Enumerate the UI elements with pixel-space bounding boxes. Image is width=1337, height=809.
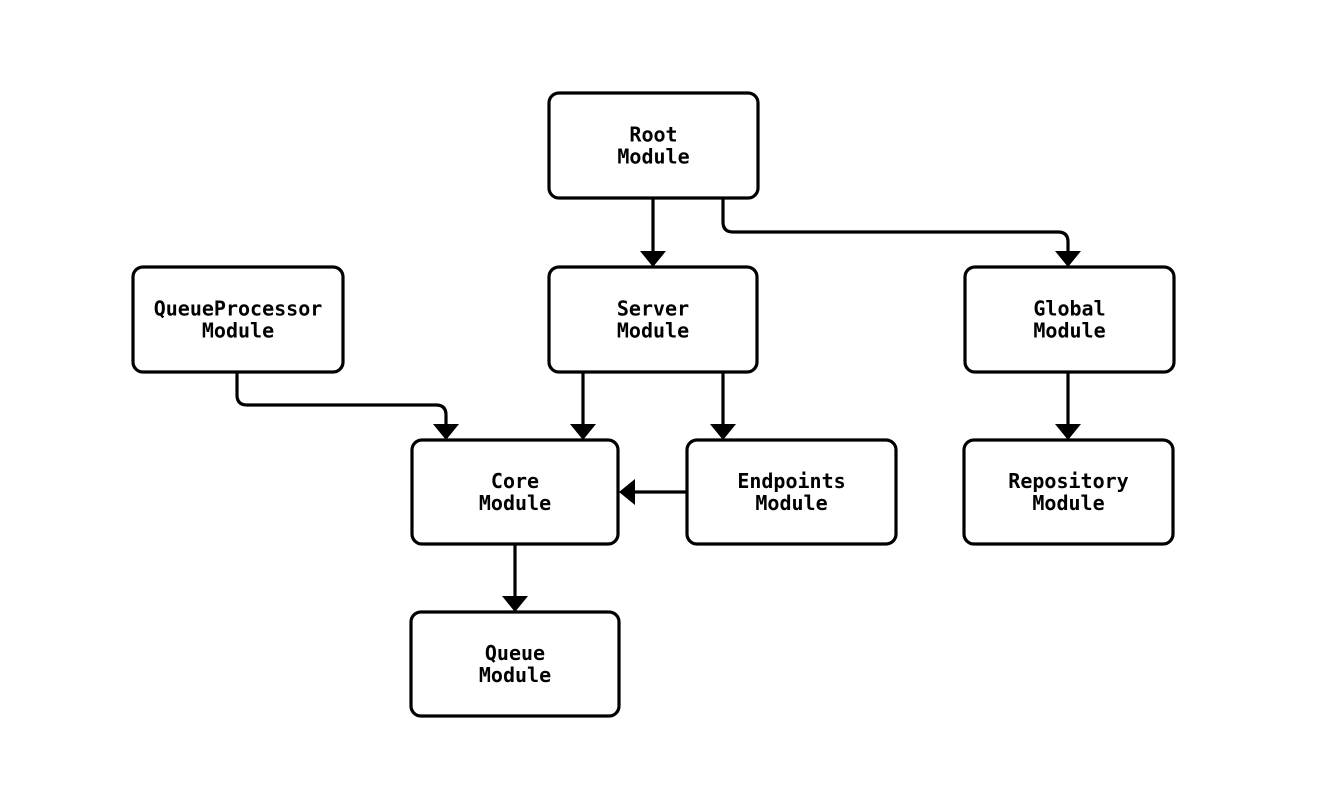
node-label-line: Module — [1033, 319, 1105, 343]
node-box-global — [963, 265, 1176, 374]
node-label-line: Global — [1033, 297, 1105, 321]
node-label-line: Root — [629, 123, 677, 147]
node-label-line: Repository — [1008, 469, 1128, 493]
node-label-line: Module — [617, 145, 689, 169]
node-label-line: Module — [479, 663, 551, 687]
node-label-line: Server — [617, 297, 689, 321]
node-label-line: Module — [479, 491, 551, 515]
node-box-repository — [962, 438, 1175, 546]
node-label-line: QueueProcessor — [154, 297, 323, 321]
node-label-line: Module — [202, 319, 274, 343]
node-box-root — [547, 91, 760, 200]
node-label-line: Queue — [485, 641, 545, 665]
edge-queueprocessor-to-core — [235, 372, 459, 440]
node-label-line: Module — [1032, 491, 1104, 515]
node-box-queue — [409, 610, 621, 718]
node-label-line: Endpoints — [737, 469, 845, 493]
node-box-endpoints — [685, 438, 898, 546]
node-box-server — [547, 265, 759, 374]
node-label-line: Module — [755, 491, 827, 515]
node-label-line: Module — [617, 319, 689, 343]
node-box-core — [410, 438, 620, 546]
node-box-queueprocessor — [131, 265, 345, 374]
edge-root-to-global — [721, 198, 1081, 267]
node-label-line: Core — [491, 469, 539, 493]
